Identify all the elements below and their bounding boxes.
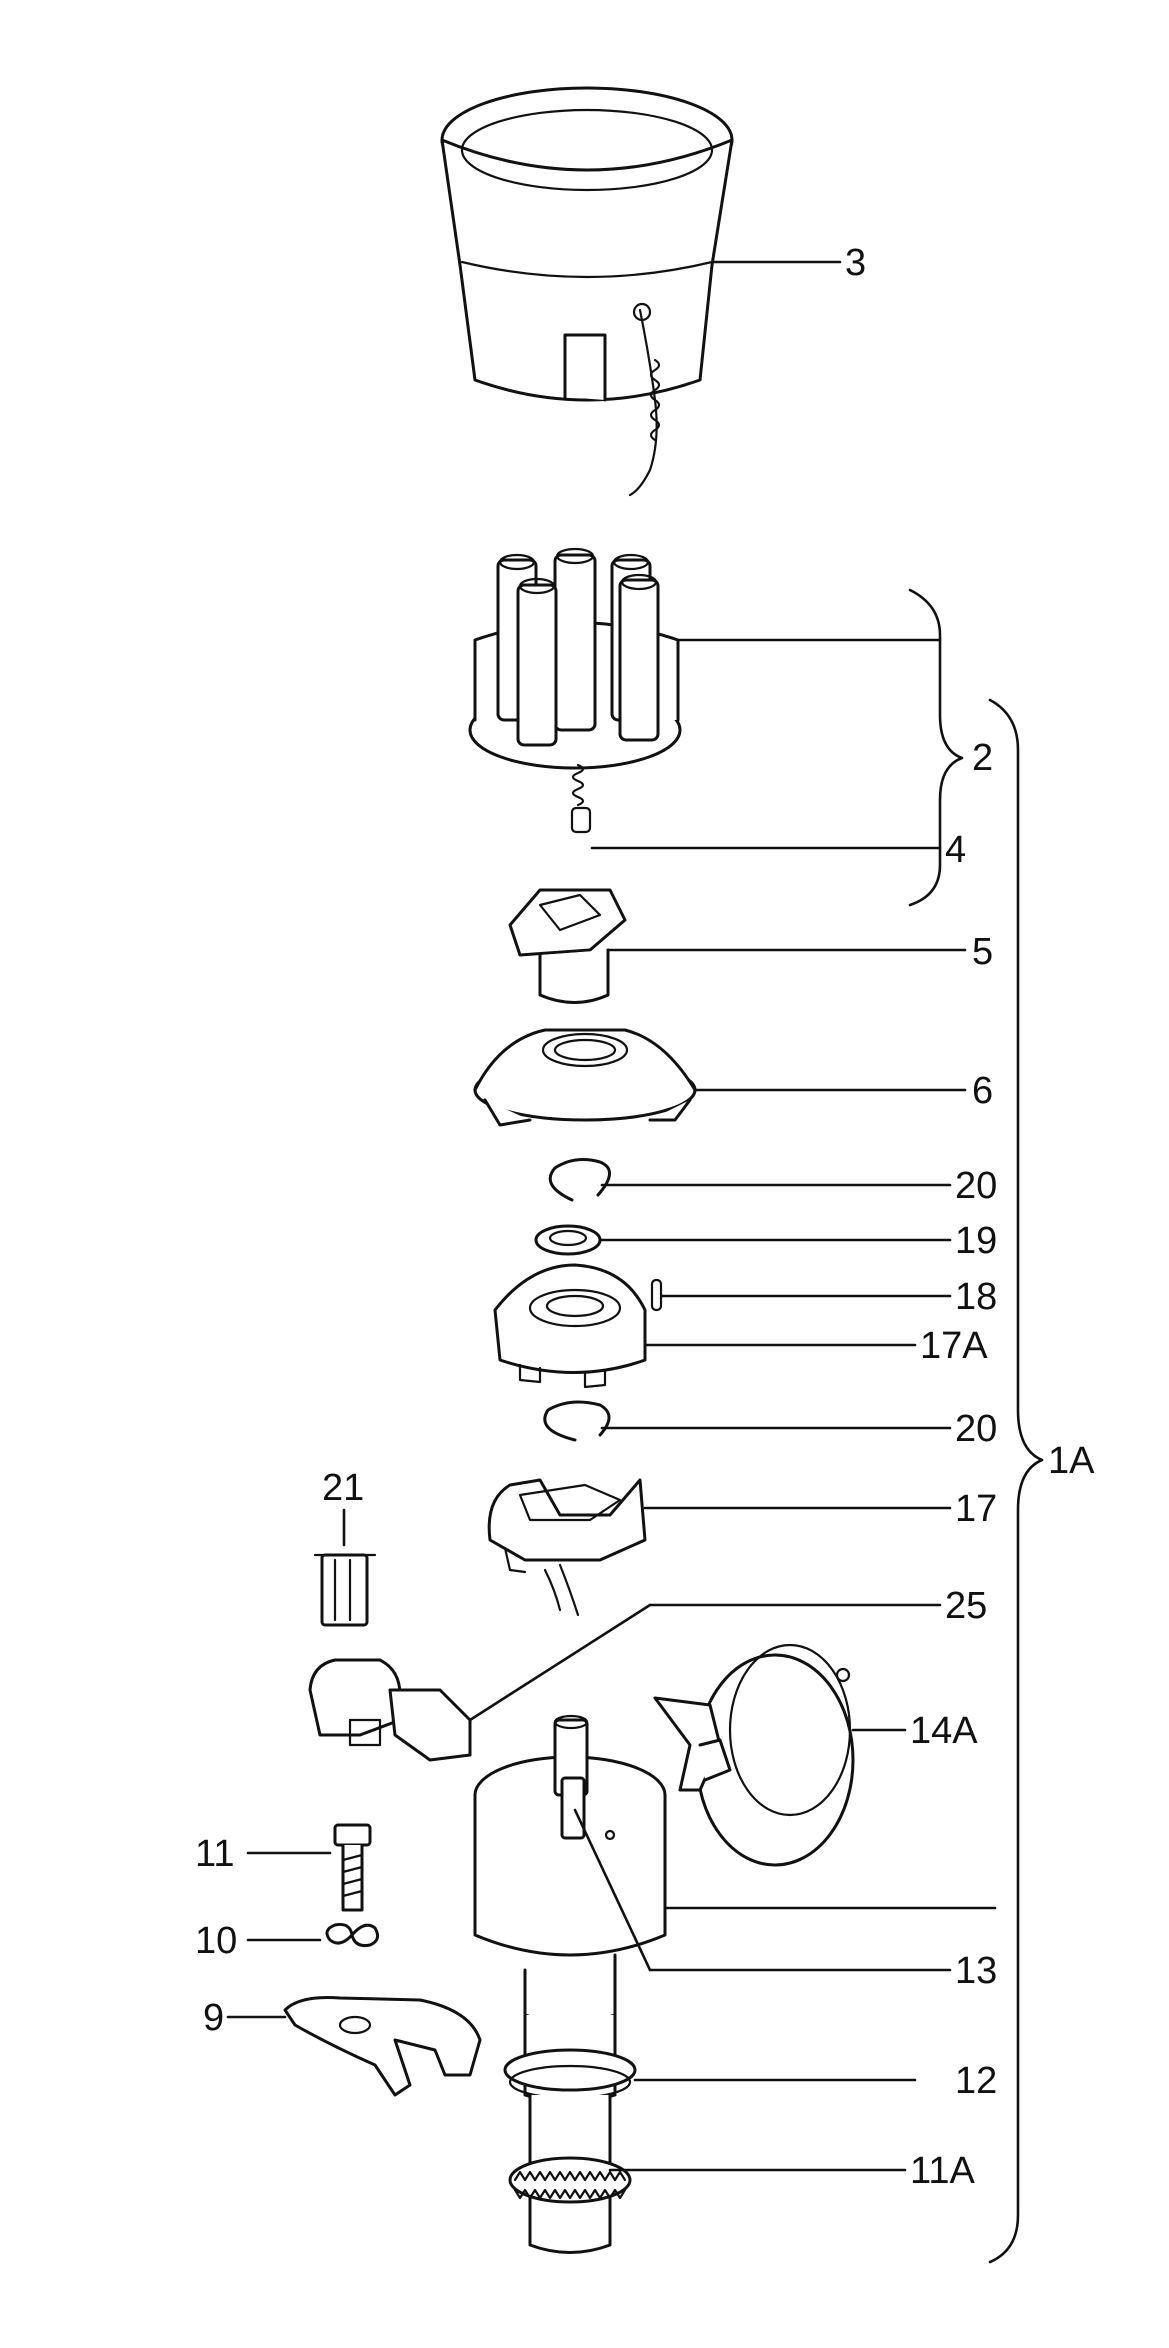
part-18-pin xyxy=(650,1278,663,1312)
label-3: 3 xyxy=(845,242,866,284)
label-2: 2 xyxy=(972,737,993,779)
label-18: 18 xyxy=(955,1276,997,1318)
leader-lines xyxy=(226,260,997,2172)
part-9-clamp xyxy=(283,1996,482,2097)
part-6-dust-shield xyxy=(473,1028,697,1127)
part-11a-drive-gear xyxy=(508,2093,632,2254)
part-12-seal-ring xyxy=(503,2013,637,2104)
part-21-connector xyxy=(313,1553,377,1627)
part-14a-vacuum-unit xyxy=(653,1643,855,1867)
part-5-rotor xyxy=(508,888,627,1004)
brackets xyxy=(908,588,1044,2264)
label-10: 10 xyxy=(195,1920,237,1962)
label-19: 19 xyxy=(955,1220,997,1262)
label-5: 5 xyxy=(972,931,993,973)
part-17a-breaker-plate xyxy=(493,1263,647,1389)
label-11: 11 xyxy=(195,1833,234,1875)
part-1a-distributor-body xyxy=(473,1714,667,2024)
part-17-contact-breaker xyxy=(487,1478,647,1617)
label-17: 17 xyxy=(955,1488,997,1530)
part-4-carbon-brush xyxy=(570,763,592,834)
part-10-spring-washer xyxy=(325,1923,380,1947)
label-14a: 14A xyxy=(910,1710,978,1752)
part-19-washer xyxy=(534,1224,602,1256)
label-13: 13 xyxy=(955,1950,997,1992)
label-17a: 17A xyxy=(920,1325,988,1367)
part-20-circlip-upper xyxy=(548,1158,611,1202)
label-20-upper: 20 xyxy=(955,1165,997,1207)
part-25-condenser xyxy=(308,1658,472,1762)
part-11-bolt xyxy=(333,1823,372,1912)
callout-labels: 3 2 4 5 6 20 19 18 17A 20 1A 21 17 25 14… xyxy=(195,242,1095,2192)
label-11a: 11A xyxy=(910,2150,975,2192)
label-25: 25 xyxy=(945,1585,987,1627)
part-2-distributor-cap xyxy=(468,547,682,770)
label-6: 6 xyxy=(972,1070,993,1112)
label-1a: 1A xyxy=(1048,1440,1095,1482)
label-21: 21 xyxy=(322,1467,364,1509)
label-9: 9 xyxy=(203,1997,224,2039)
label-12: 12 xyxy=(955,2060,997,2102)
label-4: 4 xyxy=(945,829,966,871)
part-3-shield xyxy=(440,86,734,497)
part-20-circlip-lower xyxy=(543,1400,611,1442)
label-20-lower: 20 xyxy=(955,1408,997,1450)
